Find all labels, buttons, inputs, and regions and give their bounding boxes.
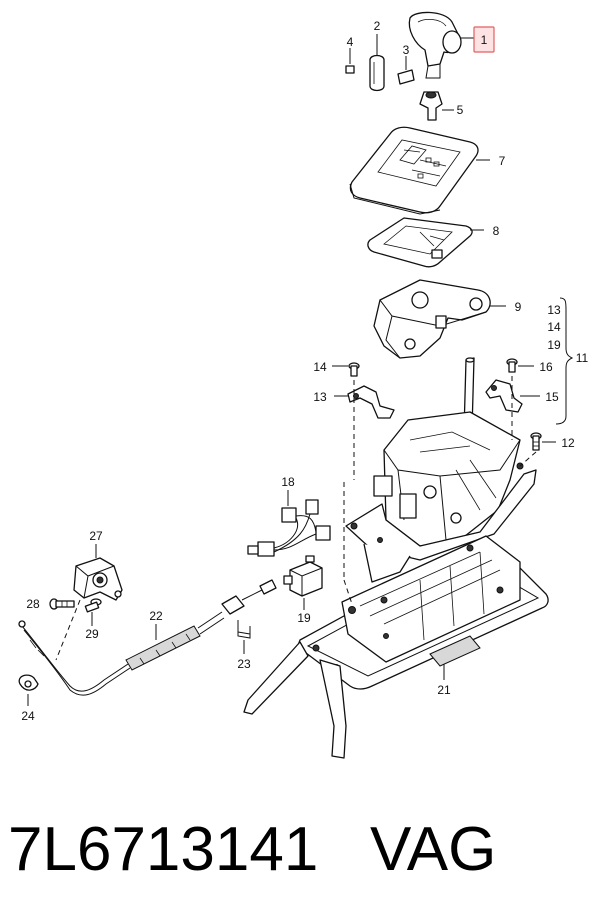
part-28-bolt[interactable] (49, 598, 75, 610)
guide-lines (343, 376, 537, 605)
part-22-selector-cable[interactable] (18, 579, 277, 696)
parts-diagram: 1 2 3 4 5 7 8 (18, 11, 589, 759)
part-14-bolt-left[interactable] (348, 362, 360, 377)
part-number-caption: 7L6713141 VAG (8, 800, 598, 900)
callout-11-label: 11 (576, 351, 589, 365)
callout-1-highlight (473, 26, 495, 53)
callout-19-label: 19 (297, 611, 311, 625)
part-4-insert[interactable] (345, 65, 355, 74)
callout-7-label: 7 (499, 154, 506, 168)
callout-11-13-label: 13 (547, 303, 561, 317)
part-number: 7L6713141 (8, 815, 319, 884)
part-27-cable-bracket[interactable] (73, 557, 123, 601)
callout-11-19-label: 19 (547, 338, 561, 352)
part-23-clip[interactable] (237, 620, 251, 639)
callout-4-label: 4 (347, 35, 354, 49)
callout-27-label: 27 (89, 529, 103, 543)
brand-name: VAG (370, 815, 497, 884)
callout-5-label: 5 (457, 103, 464, 117)
callout-11-14-label: 14 (547, 320, 561, 334)
callout-1[interactable]: 1 (473, 26, 495, 53)
callout-1-label: 1 (481, 33, 488, 47)
part-12-bolt[interactable] (530, 432, 542, 451)
part-13-bracket-left[interactable] (347, 385, 395, 419)
part-3-clip[interactable] (397, 69, 415, 85)
part-15-bracket-right[interactable] (485, 379, 523, 413)
part-18-wiring-harness[interactable] (247, 499, 331, 557)
part-1-gear-knob[interactable] (408, 11, 462, 79)
selector-mechanism[interactable] (345, 357, 537, 583)
callout-28-label: 28 (26, 597, 40, 611)
callout-16-label: 16 (539, 360, 553, 374)
callout-12-label: 12 (561, 436, 575, 450)
part-9-bracket[interactable] (373, 279, 491, 359)
part-21-lower-housing[interactable] (298, 535, 549, 690)
part-24-retaining-clip[interactable] (18, 674, 39, 691)
callout-15-label: 15 (545, 390, 559, 404)
callout-18-label: 18 (281, 475, 295, 489)
mounting-legs (243, 641, 347, 759)
part-19-switch-block[interactable] (283, 555, 323, 597)
callout-group-11: 13 14 19 11 (547, 297, 589, 425)
callout-8-label: 8 (493, 224, 500, 238)
callout-3-label: 3 (403, 43, 410, 57)
callout-13-label: 13 (313, 390, 327, 404)
part-8-frame[interactable] (367, 217, 473, 268)
part-5-adapter[interactable] (419, 91, 443, 121)
callout-23-label: 23 (237, 657, 251, 671)
callout-22-label: 22 (149, 609, 163, 623)
part-16-bolt-right[interactable] (506, 358, 518, 373)
callout-29-label: 29 (85, 627, 99, 641)
callout-2-label: 2 (374, 19, 381, 33)
callout-9-label: 9 (515, 300, 522, 314)
callout-24-label: 24 (21, 709, 35, 723)
callout-21-label: 21 (437, 683, 451, 697)
part-7-shift-cover[interactable] (349, 126, 479, 215)
callout-14-label: 14 (313, 360, 327, 374)
part-2-cover-strip[interactable] (369, 54, 385, 92)
part-29-bolt[interactable] (84, 598, 102, 613)
